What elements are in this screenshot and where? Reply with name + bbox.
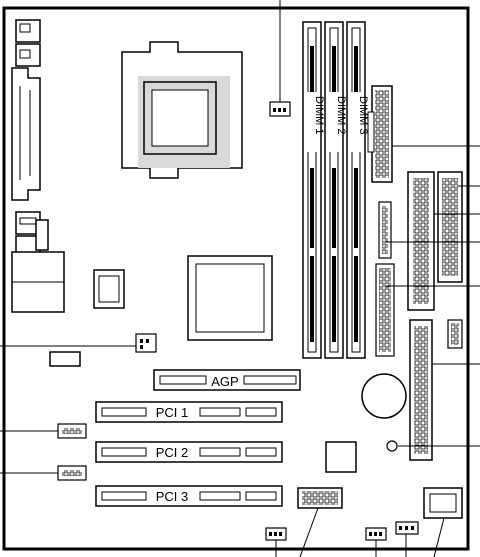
dimm-1-label: DIMM 1 (313, 96, 325, 135)
back-panel-connectors (11, 19, 65, 313)
system-fan-header-2 (57, 423, 87, 439)
small-header-vertical (378, 201, 392, 259)
system-fan-header-1 (135, 333, 157, 353)
bottom-header-2 (365, 527, 387, 541)
pci-3-label: PCI 3 (156, 489, 189, 504)
atx-power-connector (367, 85, 393, 183)
pci-2-label: PCI 2 (156, 445, 189, 460)
small-led (386, 440, 398, 452)
battery (361, 373, 407, 419)
dimm-2-label: DIMM 2 (335, 96, 347, 135)
system-fan-header-3 (57, 465, 87, 481)
ide-connector-secondary (437, 171, 463, 283)
cpu-fan-header (269, 101, 291, 117)
pci-slot-3 (95, 485, 283, 507)
floppy-connector (409, 319, 433, 461)
pci-slot-1 (95, 401, 283, 423)
pci-slot-2 (95, 441, 283, 463)
bottom-header-3 (395, 521, 419, 535)
dimm-slot-2 (324, 21, 344, 359)
parallel-port (11, 67, 41, 201)
dimm-3-label: DIMM 3 (357, 96, 369, 135)
dimm-slot-3 (346, 21, 366, 359)
dimm-slot-1 (302, 21, 322, 359)
pci-1-label: PCI 1 (156, 405, 189, 420)
header-block-lower (375, 263, 395, 357)
ide-connector-primary (407, 171, 435, 311)
agp-slot (153, 369, 301, 391)
audio-chip (49, 351, 81, 367)
southbridge-chip (325, 441, 357, 473)
bottom-header-1 (265, 527, 287, 541)
agp-label: AGP (211, 374, 238, 389)
front-panel-header (297, 487, 343, 509)
cpu-socket (121, 41, 243, 179)
jumper-block (447, 319, 463, 349)
